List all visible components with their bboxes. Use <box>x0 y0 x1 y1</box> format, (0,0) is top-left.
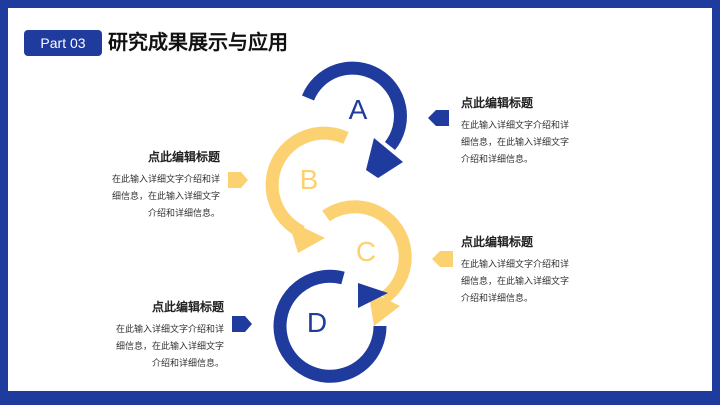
item-b-text: 点此编辑标题 在此输入详细文字介绍和详细信息，在此输入详细文字介绍和详细信息。 <box>80 148 220 222</box>
ring-b <box>265 126 349 253</box>
item-title: 点此编辑标题 <box>461 235 534 249</box>
pointer-a <box>428 110 449 126</box>
item-desc: 在此输入详细文字介绍和详细信息，在此输入详细文字介绍和详细信息。 <box>115 324 224 368</box>
flow-diagram <box>228 61 453 383</box>
item-title: 点此编辑标题 <box>151 300 224 314</box>
item-desc: 在此输入详细文字介绍和详细信息，在此输入详细文字介绍和详细信息。 <box>111 174 220 218</box>
pointer-d <box>232 316 252 332</box>
item-a-text: 点此编辑标题 在此输入详细文字介绍和详细信息，在此输入详细文字介绍和详细信息。 <box>461 94 601 168</box>
item-c-text: 点此编辑标题 在此输入详细文字介绍和详细信息，在此输入详细文字介绍和详细信息。 <box>461 233 601 307</box>
letter-d: D <box>306 307 328 338</box>
pointer-b <box>228 172 248 188</box>
page-title: 研究成果展示与应用 <box>108 32 288 54</box>
ring-a <box>301 61 407 178</box>
letter-b: B <box>299 164 319 195</box>
letter-c: C <box>355 236 377 267</box>
part-badge: Part 03 <box>24 30 102 56</box>
pointer-c <box>432 251 453 267</box>
slide: Part 03 研究成果展示与应用 A B C D 点此编辑标题 <box>8 8 712 391</box>
item-desc: 在此输入详细文字介绍和详细信息，在此输入详细文字介绍和详细信息。 <box>461 120 570 164</box>
item-title: 点此编辑标题 <box>461 96 534 110</box>
item-title: 点此编辑标题 <box>147 150 220 164</box>
item-d-text: 点此编辑标题 在此输入详细文字介绍和详细信息，在此输入详细文字介绍和详细信息。 <box>84 298 224 372</box>
ring-d <box>273 269 388 383</box>
letter-a: A <box>348 94 368 125</box>
item-desc: 在此输入详细文字介绍和详细信息，在此输入详细文字介绍和详细信息。 <box>461 259 570 303</box>
